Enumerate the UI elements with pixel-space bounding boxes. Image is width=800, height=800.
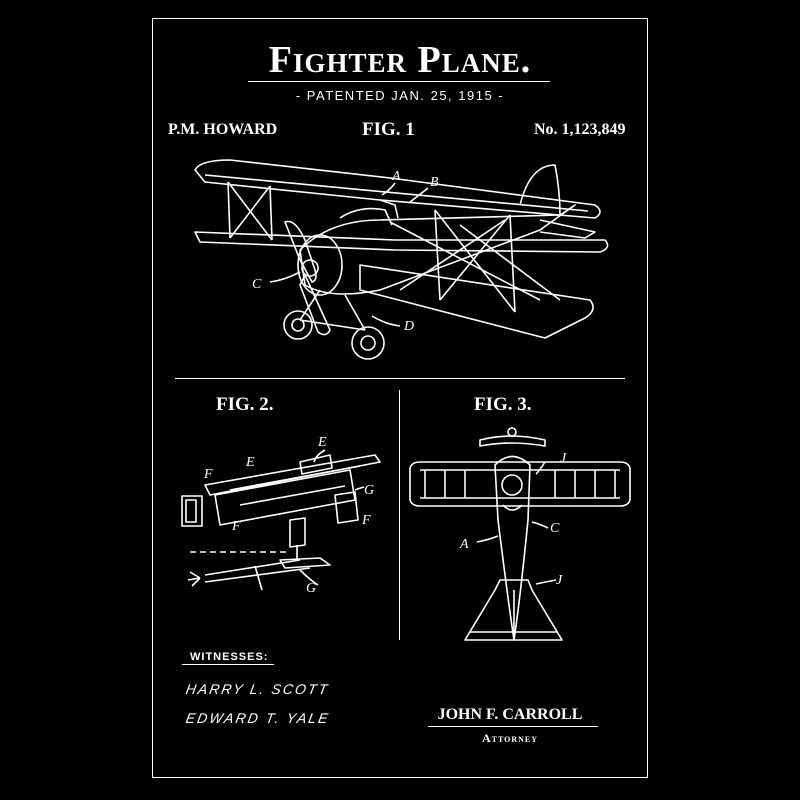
fig3-callout-j2: J [556,573,563,588]
patent-date: - PATENTED JAN. 25, 1915 - [295,88,505,103]
attorney-name: JOHN F. CARROLL [437,706,583,723]
fig1-callout-b: B [430,175,439,190]
inventor-name: P.M. HOWARD [168,121,278,138]
fig2-label: FIG. 2. [216,394,274,415]
fig1-callout-a: A [391,169,401,184]
fig1-label: FIG. 1 [362,119,415,140]
poster-title: Fighter Plane. [268,39,532,81]
fig2-callout-g2: G [306,581,316,596]
section-divider-vertical [399,390,400,640]
fig1-callout-c: C [252,277,262,292]
blueprint-frame [152,18,648,778]
fig3-label: FIG. 3. [474,394,532,415]
title-underline [248,81,550,82]
witnesses-underline [182,664,274,665]
fig2-callout-f3: F [361,513,371,528]
fig2-callout-f1: F [203,467,213,482]
patent-number: No. 1,123,849 [534,121,626,138]
fig2-callout-e2: E [245,455,255,470]
section-divider-horizontal [175,378,625,379]
fig2-callout-g1: G [364,483,374,498]
attorney-role: Attorney [481,731,539,745]
witness-signature-2: Edward T. Yale [184,710,332,726]
witness-signature-1: Harry L. Scott [184,681,331,697]
attorney-underline [428,726,598,727]
fig3-callout-a: A [459,537,469,552]
fig2-callout-e1: E [317,435,327,450]
witnesses-label: WITNESSES: [190,651,269,663]
fig3-callout-j1: J [560,451,567,466]
fig2-callout-f2: F [231,519,241,534]
fig3-callout-c: C [550,521,560,536]
fig1-callout-d: D [403,319,414,334]
